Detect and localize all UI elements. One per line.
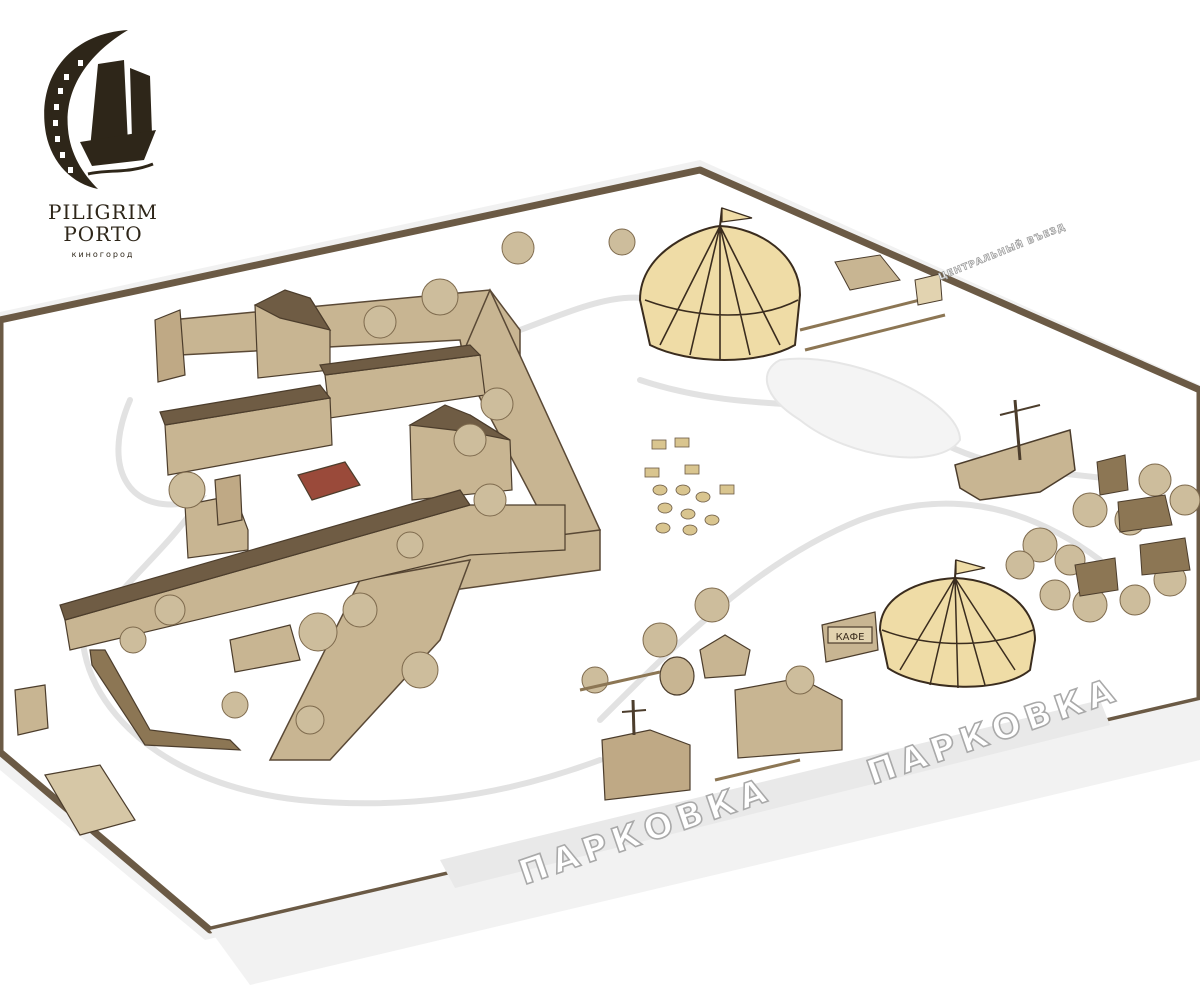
pirate-ship — [954, 399, 1076, 501]
fence-curve — [89, 649, 242, 751]
building-church — [214, 474, 243, 526]
tent-south-ribs — [881, 577, 1034, 689]
tower-cross-bar — [621, 709, 647, 713]
roof-row-a — [319, 344, 482, 376]
logo-subtitle: киногород — [71, 250, 135, 259]
ship-mast — [1013, 399, 1022, 461]
parking-strips — [210, 700, 1200, 985]
log-pile — [834, 254, 901, 291]
film-perforations — [53, 60, 83, 173]
logo-line-1: PILIGRIM — [48, 200, 158, 224]
tent-south — [878, 559, 1037, 689]
parking-strip-mid — [440, 700, 1110, 888]
south-gate-block — [601, 634, 843, 801]
red-stage — [297, 461, 361, 501]
tent-north-ribs — [644, 225, 799, 360]
tent-south-body — [878, 576, 1037, 688]
fence-gate-east-b — [804, 313, 946, 352]
building-barn — [229, 624, 301, 673]
watch-tower — [601, 729, 691, 801]
parking-strip-front — [210, 700, 1200, 985]
fence-gate-south — [714, 758, 801, 782]
hay-bales — [644, 437, 735, 536]
cafe-block — [821, 611, 879, 663]
roof-hall-north — [253, 289, 332, 331]
fence-cafe — [579, 670, 661, 692]
ship-yard — [999, 404, 1041, 416]
cafe-sign-board — [827, 626, 873, 644]
roof-row-south — [59, 489, 471, 621]
gate-sign: ЦЕНТРАЛЬНЫЙ ВЪЕЗД — [937, 221, 1068, 283]
central-gate — [834, 254, 943, 306]
lake-outline — [765, 357, 962, 459]
gate-frame — [914, 273, 943, 306]
ship-hull — [954, 429, 1076, 501]
garden-beds — [44, 764, 136, 836]
roof-row-b — [159, 384, 332, 426]
tent-north — [638, 207, 802, 361]
ship-sails — [90, 60, 152, 149]
waves — [87, 162, 154, 176]
cafe-sign: КАФЕ — [836, 632, 865, 643]
fence-gate-east — [799, 293, 941, 332]
film-reel-ship-icon — [44, 30, 156, 189]
path-outer-loop — [79, 597, 603, 807]
tent-south-flag — [955, 559, 986, 575]
fences — [579, 293, 946, 782]
building-tower-nw — [154, 309, 186, 383]
tent-north-flag — [721, 207, 753, 223]
ship-hull-logo — [80, 130, 156, 166]
film-strip — [44, 30, 128, 189]
gazebo — [699, 634, 751, 679]
hay-bale-round — [659, 656, 695, 696]
logo-line-2: PORTO — [63, 222, 143, 246]
shed-far-west — [14, 684, 49, 736]
forest-huts — [1074, 454, 1191, 597]
town-buildings — [14, 289, 566, 836]
logo: PILIGRIM PORTO киногород — [28, 24, 178, 264]
tower-cross — [631, 699, 636, 736]
